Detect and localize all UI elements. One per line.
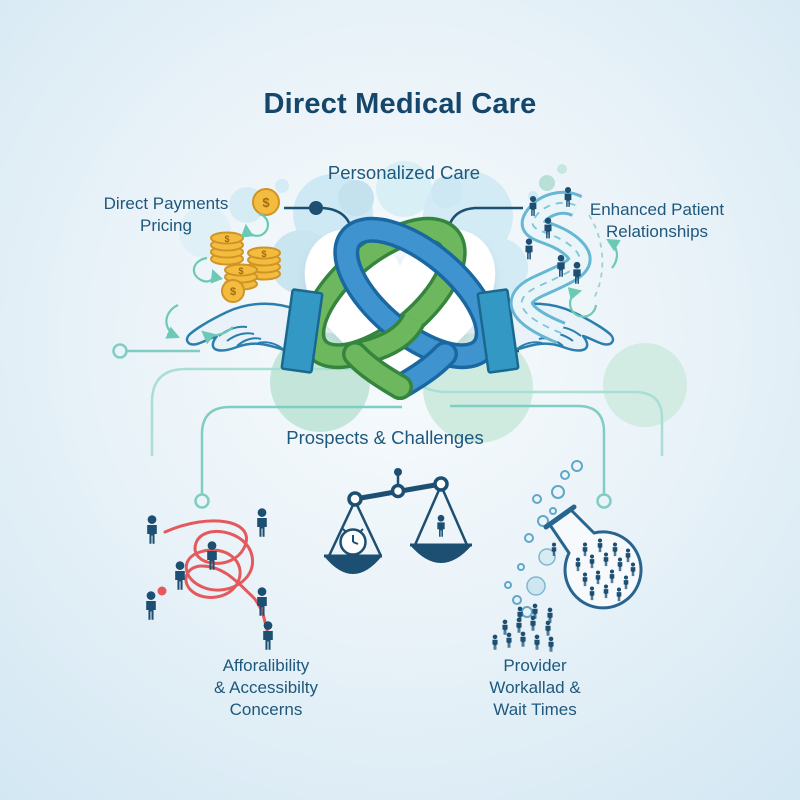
patient-weight-figure (437, 514, 445, 537)
confused-people-figures (146, 508, 273, 650)
money-flow-arrows (165, 212, 269, 345)
flask-rim (543, 504, 577, 530)
sleeve-cuff (280, 288, 324, 374)
label-personalized-care: Personalized Care (327, 162, 481, 183)
svg-text:$: $ (224, 234, 229, 244)
left-hand-icon (185, 288, 324, 374)
balance-scale-icon (324, 468, 472, 574)
tangled-people-icon (146, 508, 273, 650)
svg-text:$: $ (238, 266, 243, 276)
time-clock-icon (339, 528, 367, 556)
connector-dot (309, 201, 323, 215)
dollar-coin-icon (252, 188, 280, 216)
connector-end-circle (194, 493, 210, 509)
coin-stacks-icon: $ $ $ $ $ (165, 188, 281, 345)
label-affordability-concerns: Afforalibility & Accessibilty Concerns (214, 656, 318, 720)
label-prospects-challenges: Prospects & Challenges (286, 427, 484, 448)
tangle-knot-dot (157, 586, 167, 596)
bubbles (504, 460, 583, 618)
connector-end-circle (112, 343, 128, 359)
page-title: Direct Medical Care (263, 88, 537, 120)
label-direct-payments-pricing: Direct Payments Pricing (103, 194, 229, 236)
growth-arrows (567, 238, 621, 318)
heart-knot-icon (299, 216, 501, 400)
winding-path-people-icon (509, 186, 621, 345)
dollar-coin-icon (221, 279, 245, 303)
connector-end-circle (596, 493, 612, 509)
flask-of-people-icon (492, 460, 643, 652)
label-enhanced-patient-relationships: Enhanced Patient Relationships (589, 200, 725, 242)
svg-text:$: $ (261, 249, 266, 259)
svg-text:$: $ (230, 286, 236, 298)
svg-text:$: $ (262, 195, 270, 210)
label-provider-workload: Provider Workallad & Wait Times (489, 656, 581, 720)
